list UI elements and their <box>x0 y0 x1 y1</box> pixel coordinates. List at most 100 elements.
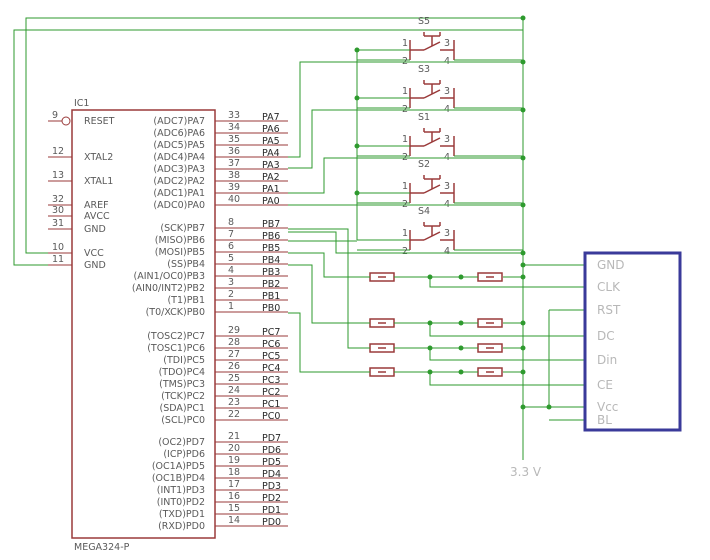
switch-pin-label: 1 <box>402 228 408 239</box>
ic-right-pin-number: 34 <box>228 122 240 133</box>
junction-dot <box>458 369 464 375</box>
ic-net-label: PA4 <box>262 148 280 159</box>
lcd-pin-label: BL <box>597 413 612 427</box>
lcd-frame <box>583 251 682 432</box>
ic-left-pin-number: 11 <box>52 254 64 265</box>
ic-right-pin-name: (ADC4)PA4 <box>153 152 205 163</box>
ic-left-pin-number: 31 <box>52 218 64 229</box>
ic-right-pin-name: (TMS)PC3 <box>159 379 205 390</box>
junction-dot <box>354 190 360 196</box>
ic-right-pin-name: (ICP)PD6 <box>163 449 205 460</box>
junction-dot <box>520 274 526 280</box>
ic-net-label: PA0 <box>262 196 280 207</box>
ic-left-pin-number: 9 <box>52 110 58 121</box>
junction-dot <box>520 404 526 410</box>
ic-right-pin-name: (TCK)PC2 <box>161 391 205 402</box>
ic-right-pin-number: 26 <box>228 361 240 372</box>
ic-right-pin-name: (RXD)PD0 <box>158 521 205 532</box>
switch-ref: S3 <box>418 64 430 75</box>
ic-net-label: PC5 <box>262 351 280 362</box>
resistor <box>369 343 395 353</box>
ic-right-pin-number: 33 <box>228 110 240 121</box>
switch-pin-label: 3 <box>444 86 450 97</box>
supply-label: 3.3 V <box>510 465 542 479</box>
ic-right-pin-number: 21 <box>228 431 240 442</box>
switch-pin-label: 4 <box>444 246 450 257</box>
ic-right-pin-number: 24 <box>228 385 240 396</box>
ic-left-pin-name: GND <box>84 260 106 271</box>
switch-pin-label: 1 <box>402 134 408 145</box>
ic-right-pin-name: (ADC6)PA6 <box>153 128 205 139</box>
ic-net-label: PC0 <box>262 411 280 422</box>
switch-common-bus <box>288 49 410 242</box>
ic-right-pin-name: (INT1)PD3 <box>157 485 205 496</box>
ic-right-pin-name: (ADC5)PA5 <box>153 140 205 151</box>
ic-net-label: PB1 <box>262 291 280 302</box>
ic-net-label: PD1 <box>262 505 281 516</box>
switch-pin-label: 1 <box>402 38 408 49</box>
switch-ref: S4 <box>418 206 430 217</box>
ic-right-pin-number: 1 <box>228 301 234 312</box>
resistor <box>477 343 503 353</box>
ic-right-pin-name: (TOSC2)PC7 <box>147 331 205 342</box>
ic-part: MEGA324-P <box>74 542 130 553</box>
junction-dot <box>520 345 526 351</box>
junction-dot <box>546 404 552 410</box>
ic-right-pin-name: (MOSI)PB5 <box>155 247 205 258</box>
junction-dot <box>520 155 526 161</box>
ic-right-pin-name: (SCK)PB7 <box>160 223 205 234</box>
ic-right-pin-number: 3 <box>228 277 234 288</box>
ic-net-label: PB2 <box>262 279 280 290</box>
ic-net-label: PA5 <box>262 136 280 147</box>
junction-dot <box>354 47 360 53</box>
ic-right-pin-number: 22 <box>228 409 240 420</box>
junction-dot <box>354 143 360 149</box>
left-wires <box>13 17 523 266</box>
ic-net-label: PD6 <box>262 445 281 456</box>
ic-body <box>71 109 216 539</box>
ic-right-pin-number: 38 <box>228 170 240 181</box>
ic-right-pin-name: (INT0)PD2 <box>157 497 205 508</box>
junction-dot <box>520 59 526 65</box>
ic-right-pin-name: (TDI)PC5 <box>163 355 205 366</box>
ic-right-pin-number: 17 <box>228 479 240 490</box>
junction-dot <box>520 250 526 256</box>
resistor <box>477 318 503 328</box>
junction-dots <box>354 15 552 410</box>
junction-dot <box>427 345 433 351</box>
ic-right-pin-number: 35 <box>228 134 240 145</box>
lcd-wires <box>429 264 585 460</box>
ic-net-label: PD2 <box>262 493 281 504</box>
ic-right-pin-name: (TXD)PD1 <box>159 509 205 520</box>
ic-net-label: PD0 <box>262 517 281 528</box>
switch-ref: S5 <box>418 16 430 27</box>
ic-net-label: PB5 <box>262 243 280 254</box>
ic-left-pin-name: XTAL1 <box>84 176 113 187</box>
resistor <box>477 367 503 377</box>
junction-dot <box>520 262 526 268</box>
junction-dot <box>458 320 464 326</box>
ic-net-label: PB0 <box>262 303 280 314</box>
